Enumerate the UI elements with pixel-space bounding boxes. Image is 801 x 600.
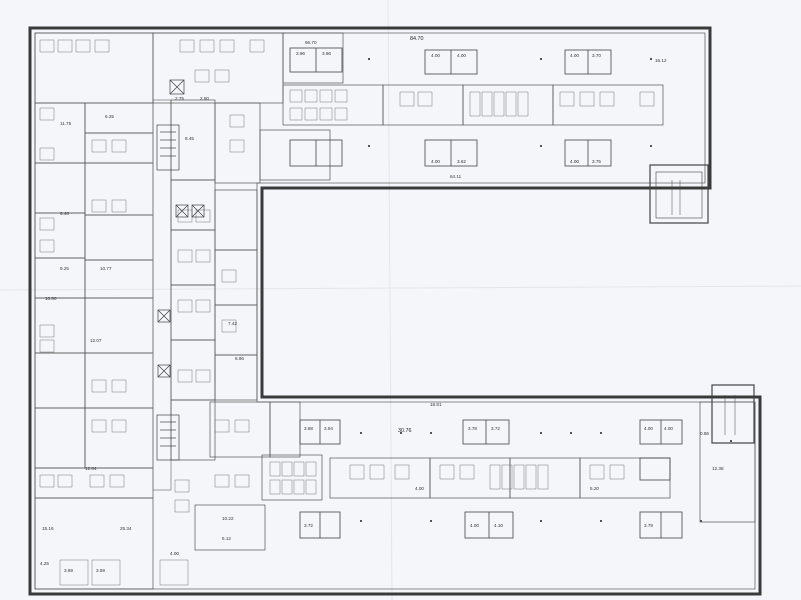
south-wing-cubicles — [174, 419, 625, 513]
south-corridor-label: 30.76 — [398, 428, 412, 434]
office-area: 3.72 — [491, 426, 500, 431]
area-labels: 84.70 66.70 16.12 64.11 4.00 4.00 3.96 3… — [40, 36, 724, 573]
west-room-area: 12.07 — [90, 338, 102, 343]
office-area: 3.70 — [592, 53, 601, 58]
misc-area: 0.86 — [700, 431, 709, 436]
office-area: 3.72 — [304, 523, 313, 528]
south-wing-rooms — [194, 401, 756, 551]
north-east-area-label: 16.12 — [655, 58, 667, 63]
office-area: 3.62 — [457, 159, 466, 164]
north-bottom-label: 64.11 — [450, 174, 462, 179]
south-bottom-area: 25.34 — [120, 526, 132, 531]
office-area: 4.00 — [570, 53, 579, 58]
office-area: 4.10 — [494, 523, 503, 528]
west-stairs — [156, 79, 205, 461]
misc-area: 2.50 — [200, 96, 209, 101]
office-area: 4.00 — [470, 523, 479, 528]
west-room-area: 12.84 — [85, 466, 97, 471]
office-area: 3.96 — [322, 51, 331, 56]
south-top-label: 18.81 — [430, 402, 442, 407]
office-area: 4.00 — [644, 426, 653, 431]
misc-area: 5.20 — [590, 486, 599, 491]
misc-area: 6.96 — [235, 356, 244, 361]
west-room-area: 6.25 — [105, 114, 114, 119]
office-area: 4.00 — [570, 159, 579, 164]
structural-columns — [360, 58, 732, 522]
south-bottom-area: 10.22 — [222, 516, 234, 521]
misc-area: 7.42 — [228, 321, 237, 326]
north-east-stair-tower — [649, 164, 709, 224]
west-room-area: 9.25 — [60, 266, 69, 271]
south-east-area-label: 12.38 — [712, 466, 724, 471]
office-area: 3.88 — [304, 426, 313, 431]
west-room-area: 10.77 — [100, 266, 112, 271]
office-area: 3.75 — [592, 159, 601, 164]
office-area: 3.94 — [324, 426, 333, 431]
north-wing-cubicles — [179, 39, 655, 153]
office-area: 3.79 — [644, 523, 653, 528]
west-room-area: 4.00 — [170, 551, 179, 556]
office-area: 4.00 — [431, 53, 440, 58]
west-room-area: 6.48 — [60, 211, 69, 216]
west-room-area: 10.80 — [45, 296, 57, 301]
building-outline — [28, 26, 762, 596]
north-corridor-label: 84.70 — [410, 36, 424, 42]
office-area: 3.96 — [296, 51, 305, 56]
north-wing-rooms — [152, 32, 664, 184]
west-room-area: 11.75 — [60, 121, 72, 126]
west-room-area: 15.16 — [42, 526, 54, 531]
office-area: 4.00 — [457, 53, 466, 58]
office-area: 4.00 — [431, 159, 440, 164]
office-area: 3.78 — [468, 426, 477, 431]
misc-area: 4.00 — [415, 486, 424, 491]
west-room-area: 4.25 — [40, 561, 49, 566]
west-room-area: 3.89 — [64, 568, 73, 573]
misc-area: 2.75 — [175, 96, 184, 101]
west-wing-rooms — [34, 32, 258, 590]
north-wing-offices — [289, 47, 612, 167]
south-bottom-area: 6.12 — [222, 536, 231, 541]
office-area: 4.00 — [664, 426, 673, 431]
west-room-area: 3.59 — [96, 568, 105, 573]
north-dimension-label: 66.70 — [305, 40, 317, 45]
misc-area: 8.45 — [185, 136, 194, 141]
south-wing-offices — [299, 419, 683, 539]
